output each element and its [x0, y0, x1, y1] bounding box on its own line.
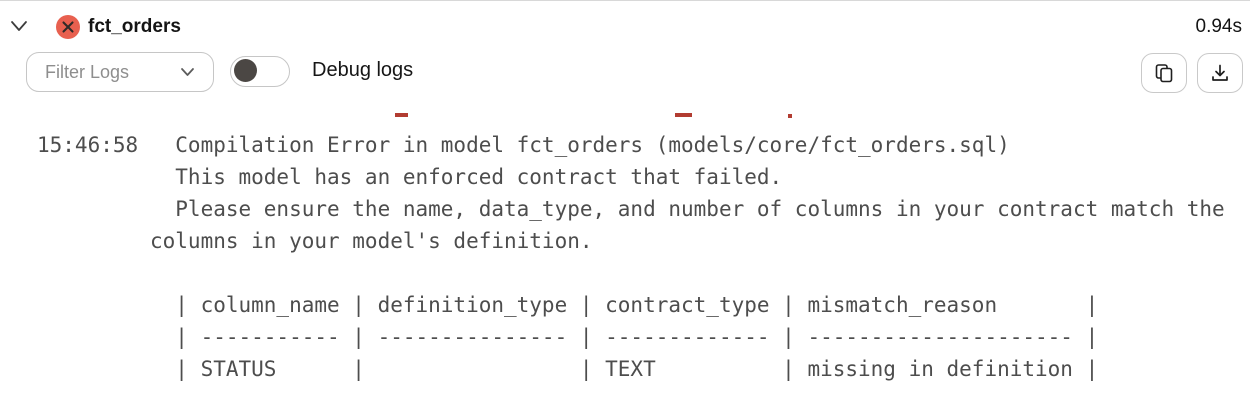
clipped-red-text-remnant	[395, 113, 408, 117]
log-message: Compilation Error in model fct_orders (m…	[150, 133, 1225, 381]
debug-logs-label: Debug logs	[312, 59, 414, 81]
filter-logs-label: Filter Logs	[45, 61, 130, 82]
download-logs-button[interactable]	[1197, 53, 1243, 93]
model-name: fct_orders	[88, 16, 181, 37]
error-x-circle-icon	[56, 15, 80, 39]
top-divider	[0, 0, 1250, 1]
copy-logs-button[interactable]	[1141, 53, 1187, 93]
filter-logs-dropdown[interactable]: Filter Logs	[26, 52, 214, 92]
chevron-down-icon[interactable]	[8, 16, 30, 36]
chevron-down-icon	[180, 67, 195, 77]
clipped-red-text-remnant	[788, 114, 792, 118]
clipped-red-text-remnant	[675, 113, 692, 117]
copy-icon	[1153, 62, 1175, 84]
log-timestamp: 15:46:58	[37, 133, 139, 157]
download-icon	[1209, 62, 1231, 84]
run-duration: 0.94s	[1195, 16, 1242, 37]
debug-logs-toggle[interactable]	[230, 56, 290, 87]
toggle-knob	[234, 59, 257, 82]
